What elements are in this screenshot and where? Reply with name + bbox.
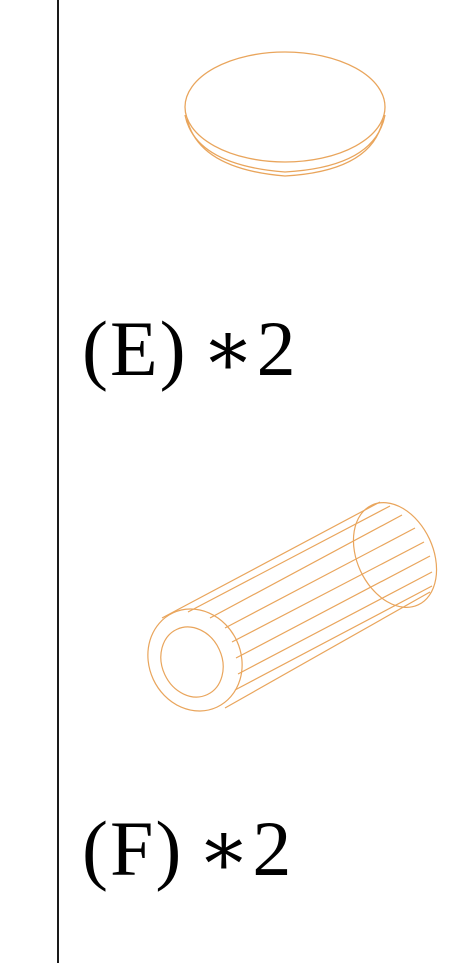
part-label-f: (F)∗2 — [82, 810, 293, 888]
part-f-quantity: ∗2 — [197, 805, 294, 892]
part-e-quantity: ∗2 — [201, 305, 298, 392]
part-f-id: (F) — [82, 805, 184, 892]
dowel-pin-icon — [147, 501, 438, 712]
part-e-id: (E) — [82, 305, 188, 392]
left-border-line — [57, 0, 59, 963]
part-label-e: (E)∗2 — [82, 310, 298, 388]
disc-icon — [184, 51, 386, 177]
